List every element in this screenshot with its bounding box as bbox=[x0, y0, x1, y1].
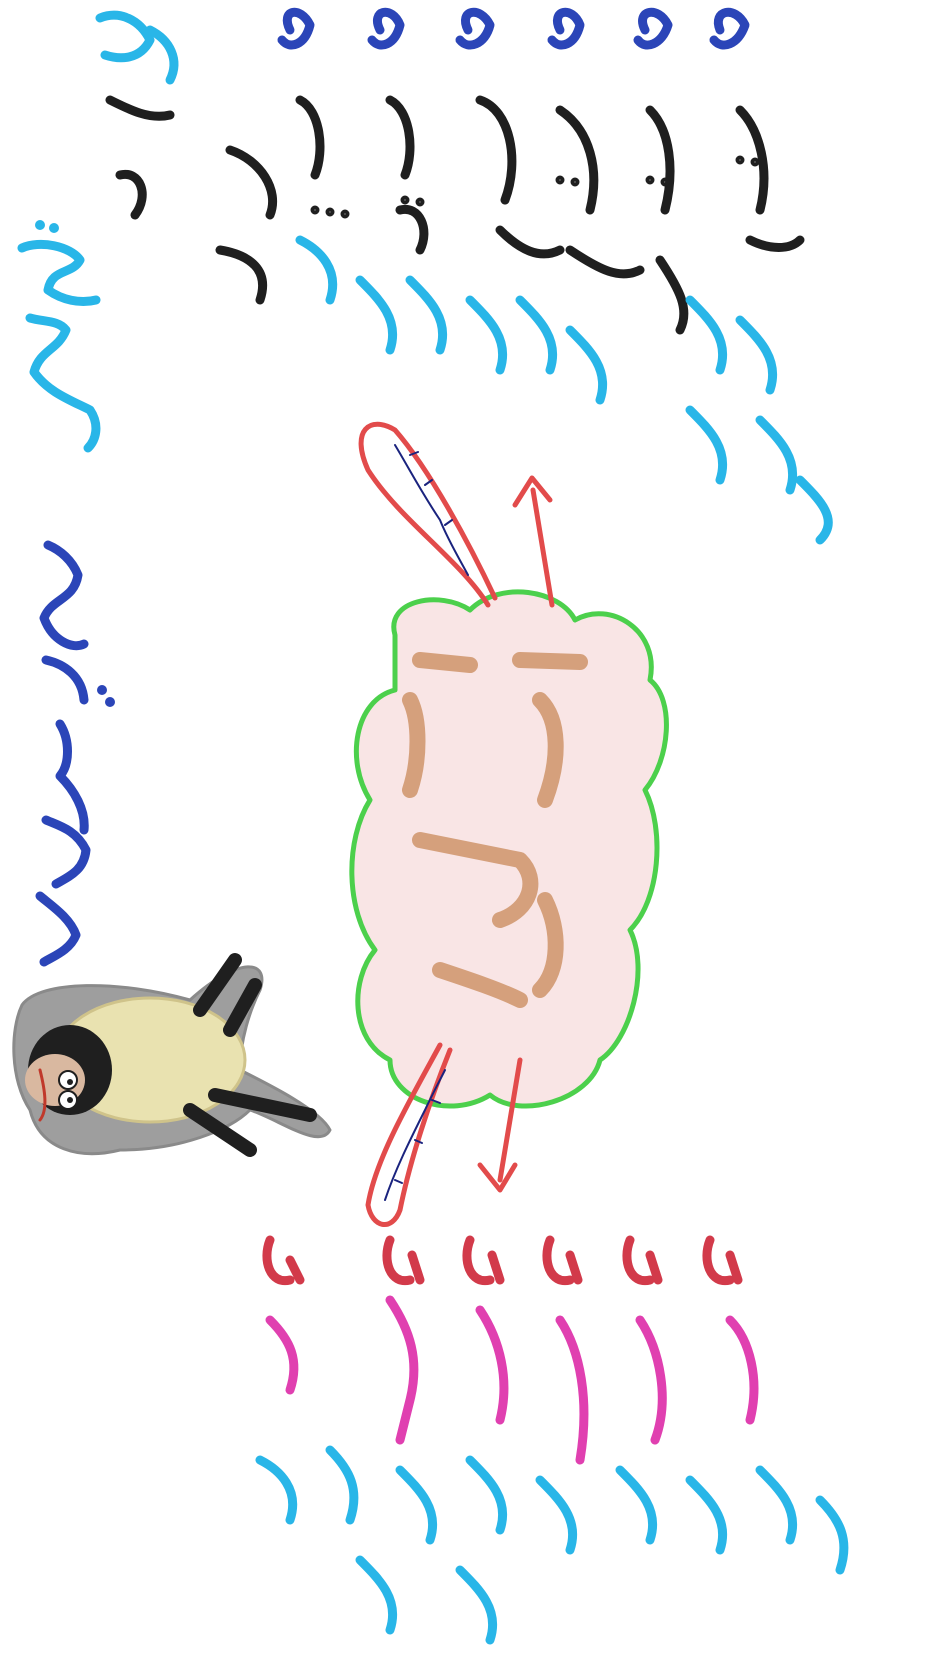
central-bubble bbox=[352, 592, 667, 1106]
branch-top-arrow bbox=[515, 478, 552, 605]
branch-bottom bbox=[260, 1045, 844, 1640]
cloud-outline bbox=[352, 592, 667, 1106]
branch-top bbox=[100, 12, 828, 605]
name-line bbox=[22, 220, 115, 962]
branch-top-balloon bbox=[361, 424, 495, 605]
sheep-sticker-icon bbox=[14, 960, 330, 1154]
